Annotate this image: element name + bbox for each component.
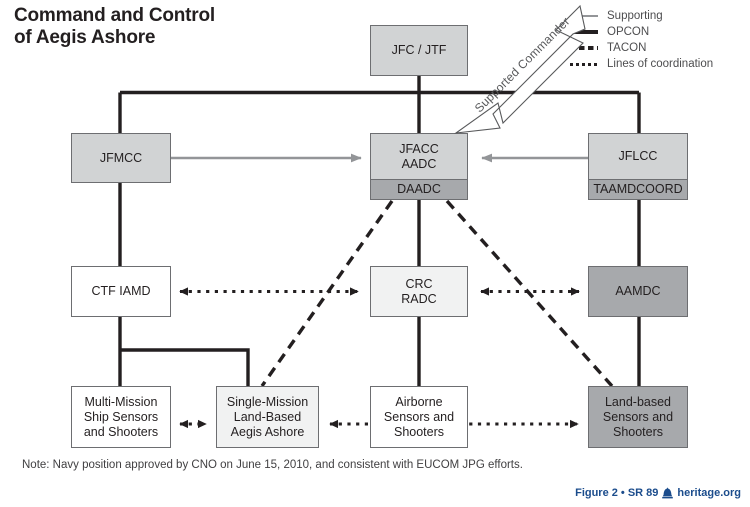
node-daadc-subbar[interactable]: DAADC	[371, 179, 467, 199]
page-title: Command and Control of Aegis Ashore	[14, 5, 215, 49]
supporting-line-icon	[567, 14, 601, 18]
figure-number: Figure 2 • SR 89	[575, 487, 659, 499]
node-jfmcc[interactable]: JFMCC	[71, 133, 171, 183]
node-ctf-iamd-label: CTF IAMD	[91, 284, 151, 298]
legend-label-opcon: OPCON	[607, 26, 650, 38]
node-taamdcoord-subbar[interactable]: TAAMDCOORD	[589, 179, 687, 199]
node-aamdc-label: AAMDC	[615, 284, 661, 298]
site-label: heritage.org	[677, 487, 741, 499]
liberty-bell-icon	[662, 487, 674, 499]
node-jfc-jtf[interactable]: JFC / JTF	[370, 25, 468, 76]
legend-label-tacon: TACON	[607, 42, 647, 54]
footnote: Note: Navy position approved by CNO on J…	[22, 459, 523, 471]
title-line-1: Command and Control	[14, 5, 215, 26]
opcon-bus	[118, 76, 641, 133]
supported-commander-callout: Supported Commander	[452, 2, 588, 138]
node-jflcc[interactable]: JFLCC TAAMDCOORD	[588, 133, 688, 200]
legend-label-coordination: Lines of coordination	[607, 58, 714, 70]
legend-item-opcon: OPCON	[567, 24, 743, 40]
opcon-ctf-branch	[120, 348, 250, 386]
legend-item-coordination: Lines of coordination	[567, 56, 743, 72]
node-jfmcc-label: JFMCC	[99, 150, 143, 165]
supported-commander-arrow-icon	[453, 4, 586, 134]
node-aamdc[interactable]: AAMDC	[588, 266, 688, 317]
coordination-line-icon	[567, 62, 601, 66]
opcon-line-icon	[567, 30, 601, 34]
legend: Supporting OPCON TACON Lines of coordina…	[567, 8, 743, 72]
node-jflcc-label: JFLCC	[618, 149, 658, 163]
node-ctf-iamd[interactable]: CTF IAMD	[71, 266, 171, 317]
legend-item-tacon: TACON	[567, 40, 743, 56]
node-jfc-jtf-label: JFC / JTF	[391, 43, 447, 57]
legend-label-supporting: Supporting	[607, 10, 663, 22]
title-line-2: of Aegis Ashore	[14, 27, 156, 48]
tacon-line-icon	[567, 46, 601, 50]
figure-credit: Figure 2 • SR 89 heritage.org	[575, 487, 741, 499]
legend-item-supporting: Supporting	[567, 8, 743, 24]
